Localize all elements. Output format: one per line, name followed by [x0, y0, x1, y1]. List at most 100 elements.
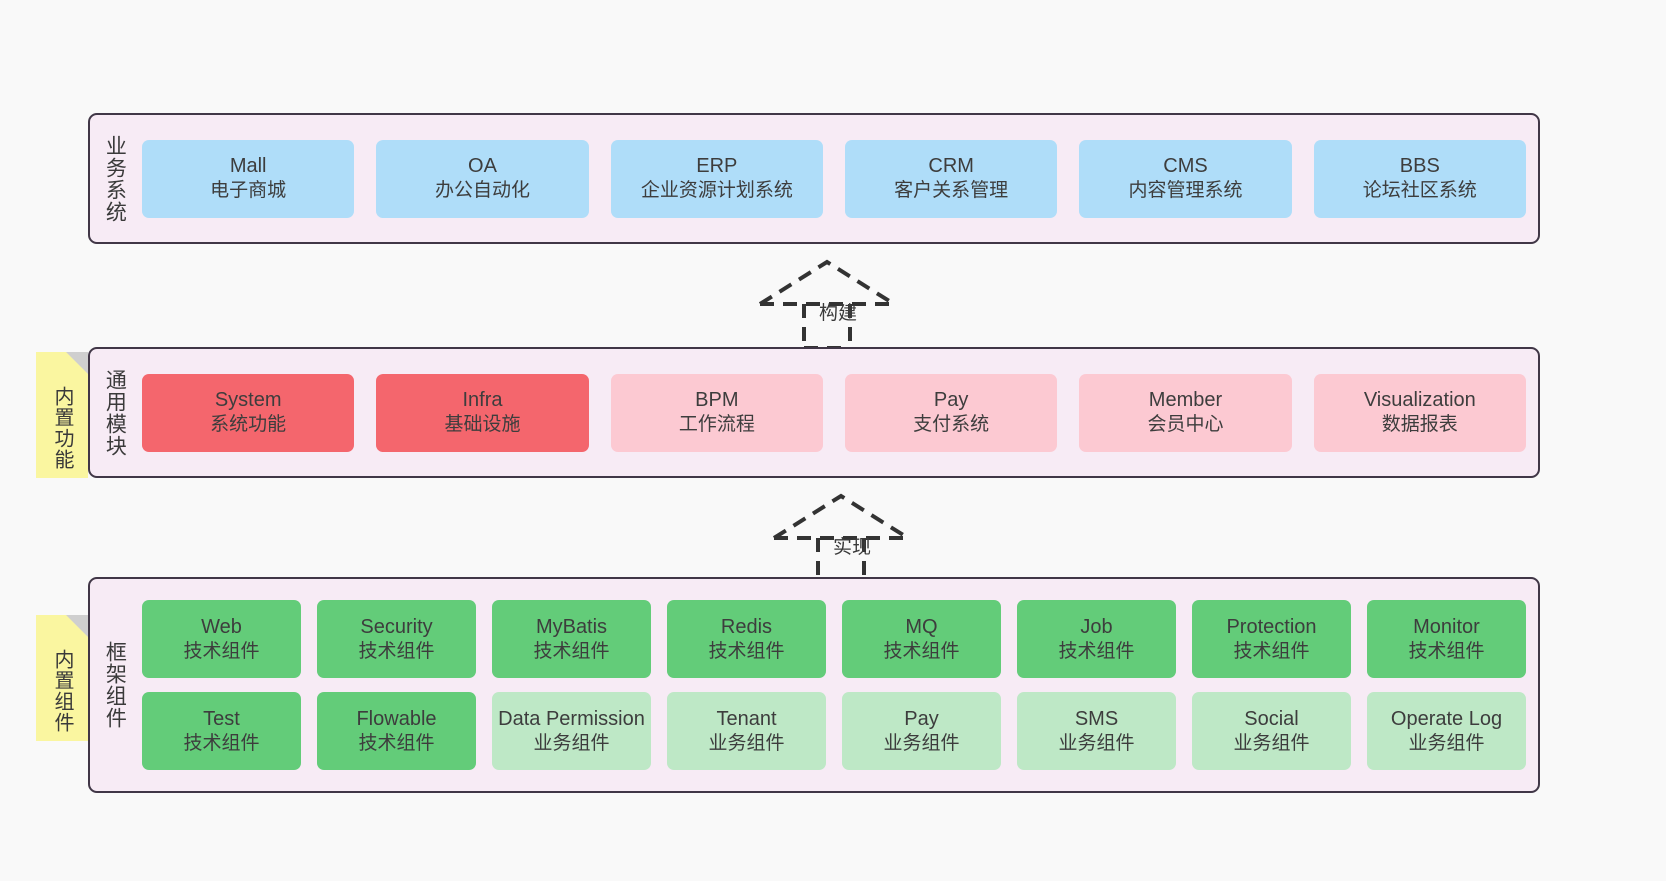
layer-body-business: Mall 电子商城 OA 办公自动化 ERP 企业资源计划系统 CRM 客户关系… — [138, 115, 1538, 242]
card-title-cn: 系统功能 — [210, 414, 287, 436]
card-title-cn: 技术组件 — [358, 640, 435, 662]
card-title-en: Monitor — [1413, 615, 1480, 638]
layer-title-modules: 通用模块 — [103, 368, 127, 457]
note-fold-corner-icon — [66, 352, 88, 374]
card-test[interactable]: Test 技术组件 — [142, 692, 301, 770]
card-title-en: Pay — [933, 389, 969, 412]
card-title-en: MyBatis — [535, 615, 608, 638]
card-title-en: Tenant — [716, 707, 777, 730]
card-data-permission[interactable]: Data Permission 业务组件 — [492, 692, 651, 770]
card-cms[interactable]: CMS 内容管理系统 — [1079, 139, 1292, 218]
card-operate-log[interactable]: Operate Log 业务组件 — [1367, 692, 1526, 770]
card-title-en: CMS — [1163, 155, 1208, 178]
card-title-cn: 业务组件 — [533, 732, 610, 754]
card-monitor[interactable]: Monitor 技术组件 — [1367, 600, 1526, 678]
card-title-en: Data Permission — [498, 707, 645, 730]
card-mq[interactable]: MQ 技术组件 — [842, 600, 1001, 678]
card-title-en: System — [214, 389, 282, 412]
note-builtin-components: 内置组件 — [36, 615, 88, 741]
card-infra[interactable]: Infra 基础设施 — [376, 373, 589, 452]
layer-business-systems: 业务系统 Mall 电子商城 OA 办公自动化 ERP 企业资源计划系统 CRM… — [88, 113, 1540, 244]
card-mybatis[interactable]: MyBatis 技术组件 — [492, 600, 651, 678]
card-title-en: Mall — [229, 155, 267, 178]
card-title-en: Member — [1148, 389, 1223, 412]
card-title-cn: 内容管理系统 — [1128, 180, 1243, 202]
card-title-en: Protection — [1226, 615, 1317, 638]
card-title-en: Operate Log — [1390, 707, 1503, 730]
layer-common-modules: 通用模块 System 系统功能 Infra 基础设施 BPM 工作流程 Pay… — [88, 347, 1540, 478]
card-title-cn: 技术组件 — [1408, 640, 1485, 662]
connector-label-build: 构建 — [818, 303, 857, 324]
card-title-cn: 电子商城 — [210, 180, 287, 202]
card-title-cn: 支付系统 — [913, 414, 990, 436]
layer-body-modules: System 系统功能 Infra 基础设施 BPM 工作流程 Pay 支付系统… — [138, 349, 1538, 476]
card-title-cn: 技术组件 — [708, 640, 785, 662]
card-title-cn: 技术组件 — [358, 732, 435, 754]
card-row: System 系统功能 Infra 基础设施 BPM 工作流程 Pay 支付系统… — [142, 373, 1526, 452]
card-title-cn: 技术组件 — [533, 640, 610, 662]
card-title-cn: 基础设施 — [444, 414, 521, 436]
card-title-en: Job — [1080, 615, 1113, 638]
note-label: 内置组件 — [51, 649, 73, 733]
card-web[interactable]: Web 技术组件 — [142, 600, 301, 678]
card-title-cn: 业务组件 — [1233, 732, 1310, 754]
card-protection[interactable]: Protection 技术组件 — [1192, 600, 1351, 678]
card-title-en: MQ — [905, 615, 938, 638]
card-sms[interactable]: SMS 业务组件 — [1017, 692, 1176, 770]
note-builtin-features: 内置功能 — [36, 352, 88, 478]
card-system[interactable]: System 系统功能 — [142, 373, 355, 452]
card-title-en: CRM — [928, 155, 974, 178]
card-security[interactable]: Security 技术组件 — [317, 600, 476, 678]
card-job[interactable]: Job 技术组件 — [1017, 600, 1176, 678]
card-title-en: SMS — [1074, 707, 1119, 730]
layer-title-framework: 框架组件 — [103, 641, 127, 729]
note-label: 内置功能 — [51, 386, 73, 470]
card-redis[interactable]: Redis 技术组件 — [667, 600, 826, 678]
card-title-en: Test — [203, 707, 240, 730]
connector-implement: 实现 — [772, 492, 932, 584]
card-erp[interactable]: ERP 企业资源计划系统 — [610, 139, 823, 218]
card-title-en: BBS — [1399, 155, 1440, 178]
card-oa[interactable]: OA 办公自动化 — [376, 139, 589, 218]
card-title-cn: 办公自动化 — [434, 180, 530, 202]
card-mall[interactable]: Mall 电子商城 — [142, 139, 355, 218]
card-title-cn: 技术组件 — [183, 640, 260, 662]
connector-label-implement: 实现 — [832, 537, 871, 558]
card-social[interactable]: Social 业务组件 — [1192, 692, 1351, 770]
card-bbs[interactable]: BBS 论坛社区系统 — [1313, 139, 1526, 218]
note-fold-corner-icon — [66, 615, 88, 637]
card-row: Mall 电子商城 OA 办公自动化 ERP 企业资源计划系统 CRM 客户关系… — [142, 139, 1526, 218]
card-member[interactable]: Member 会员中心 — [1079, 373, 1292, 452]
card-title-cn: 技术组件 — [1233, 640, 1310, 662]
card-title-en: Security — [360, 615, 433, 638]
card-tenant[interactable]: Tenant 业务组件 — [667, 692, 826, 770]
card-title-cn: 工作流程 — [678, 414, 755, 436]
card-flowable[interactable]: Flowable 技术组件 — [317, 692, 476, 770]
card-crm[interactable]: CRM 客户关系管理 — [844, 139, 1058, 218]
card-bpm[interactable]: BPM 工作流程 — [610, 373, 823, 452]
card-title-en: Pay — [904, 707, 939, 730]
card-title-cn: 论坛社区系统 — [1362, 180, 1477, 202]
card-title-en: Visualization — [1363, 389, 1476, 412]
card-title-en: Web — [201, 615, 242, 638]
card-pay-component[interactable]: Pay 业务组件 — [842, 692, 1001, 770]
card-row: Test 技术组件 Flowable 技术组件 Data Permission … — [142, 692, 1526, 770]
connector-build: 构建 — [758, 258, 918, 350]
card-title-en: Redis — [720, 615, 773, 638]
layer-framework-components: 框架组件 Web 技术组件 Security 技术组件 MyBatis 技术组件… — [88, 577, 1540, 793]
card-title-cn: 会员中心 — [1147, 414, 1224, 436]
card-title-cn: 技术组件 — [1058, 640, 1135, 662]
card-title-en: BPM — [695, 389, 739, 412]
card-visualization[interactable]: Visualization 数据报表 — [1313, 373, 1526, 452]
card-pay-module[interactable]: Pay 支付系统 — [844, 373, 1058, 452]
card-title-cn: 技术组件 — [883, 640, 960, 662]
card-title-cn: 数据报表 — [1381, 414, 1458, 436]
card-title-cn: 企业资源计划系统 — [640, 180, 793, 202]
card-title-en: Social — [1244, 707, 1299, 730]
card-title-en: OA — [468, 155, 497, 178]
card-title-cn: 技术组件 — [183, 732, 260, 754]
layer-title-business: 业务系统 — [103, 134, 127, 223]
card-title-cn: 业务组件 — [1408, 732, 1485, 754]
card-title-en: Infra — [462, 389, 503, 412]
